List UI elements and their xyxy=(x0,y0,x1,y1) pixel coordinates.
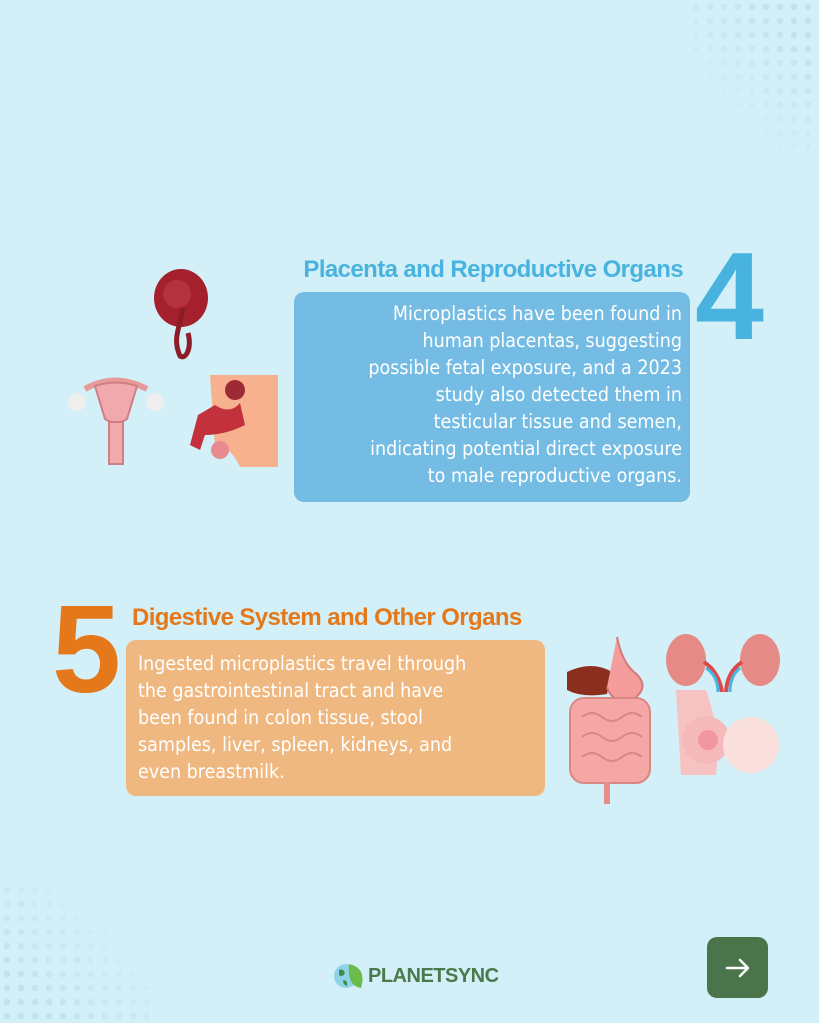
text-line: Ingested microplastics travel through xyxy=(138,652,467,675)
text-line: testicular tissue and semen, xyxy=(433,410,682,433)
text-line: samples, liver, spleen, kidneys, and xyxy=(138,733,453,756)
section5-title: Digestive System and Other Organs xyxy=(132,604,522,631)
text-line: the gastrointestinal tract and have xyxy=(138,679,444,702)
decorative-dots xyxy=(689,0,819,150)
male-reproductive-illustration xyxy=(190,375,278,467)
brand-name: PLANETSYNC xyxy=(368,964,499,987)
uterus-illustration xyxy=(68,377,164,465)
text-line: been found in colon tissue, stool xyxy=(138,706,423,729)
decorative-dots xyxy=(0,883,150,1023)
brand-logo: PLANETSYNC xyxy=(333,962,499,990)
next-button[interactable] xyxy=(707,937,768,998)
arrow-right-icon xyxy=(725,958,749,977)
section4-text-box: Microplastics have been found in human p… xyxy=(294,292,690,502)
section5-number: 5 xyxy=(52,581,121,719)
section4-number: 4 xyxy=(695,228,764,366)
text-line: possible fetal exposure, and a 2023 xyxy=(368,356,682,379)
digestive-system-illustration xyxy=(567,636,651,804)
globe-leaf-icon xyxy=(334,964,363,988)
text-line: human placentas, suggesting xyxy=(422,329,683,352)
placenta-illustration xyxy=(154,269,208,360)
text-line: study also detected them in xyxy=(435,383,682,406)
text-line: to male reproductive organs. xyxy=(427,464,682,487)
text-line: Microplastics have been found in xyxy=(392,302,682,325)
section4-title: Placenta and Reproductive Organs xyxy=(303,256,683,283)
text-line: indicating potential direct exposure xyxy=(370,437,682,460)
breastfeeding-illustration xyxy=(676,690,779,775)
kidneys-illustration xyxy=(666,634,780,692)
section5-text-box: Ingested microplastics travel through th… xyxy=(126,640,545,796)
text-line: even breastmilk. xyxy=(138,760,285,783)
